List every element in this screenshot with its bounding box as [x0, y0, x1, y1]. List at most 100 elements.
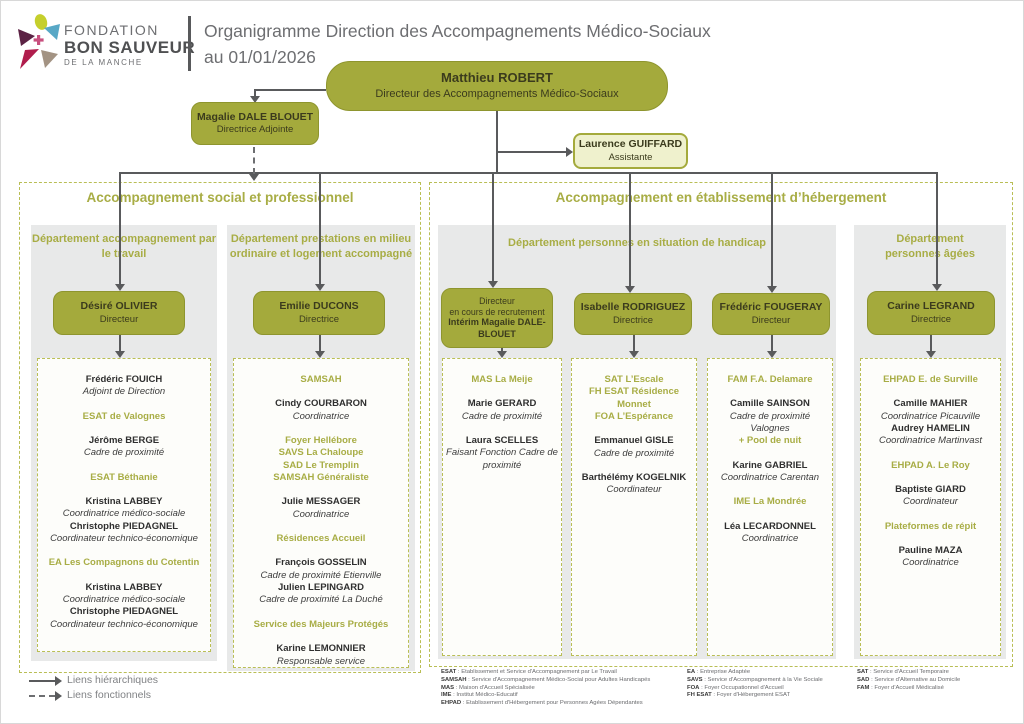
facility-label: EHPAD E. de Surville — [883, 374, 978, 385]
org-entry-group: EA Les Compagnons du Cotentin — [41, 557, 207, 569]
drop-col1 — [119, 172, 121, 284]
section-social-professionnel: Accompagnement social et professionnel — [19, 182, 421, 673]
person-name: Emmanuel GISLE — [594, 435, 674, 447]
person-name: Laura SCELLES — [465, 435, 539, 447]
deputy-role: Directrice Adjointe — [216, 124, 294, 136]
sub-arrowhead-col4 — [629, 351, 639, 358]
box-director-general: Matthieu ROBERT Directeur des Accompagne… — [326, 61, 668, 111]
director-name: Matthieu ROBERT — [441, 70, 553, 86]
logo-line-de-la-manche: DE LA MANCHE — [64, 58, 143, 67]
person-role: Cadre de proximité — [729, 410, 811, 422]
connector-root-trunk — [496, 111, 498, 172]
person-name: Pauline MAZA — [898, 545, 963, 557]
legend-acronym-row: IME : Institut Médico-Educatif — [441, 692, 518, 699]
director-col6-name: Carine LEGRAND — [887, 300, 975, 312]
person-name: Kristina LABBEY — [85, 496, 163, 508]
person-role: Coordinateur technico-économique — [50, 533, 198, 545]
director-col5-name: Frédéric FOUGERAY — [719, 301, 823, 313]
legend-acronym-row: SAT : Service d'Accueil Temporaire — [857, 669, 949, 675]
person-role: Valognes — [750, 423, 790, 435]
person-name: Camille SAINSON — [730, 398, 810, 410]
drop-col6 — [936, 172, 938, 284]
sub-drop-col1 — [119, 335, 121, 352]
facility-label: ESAT de Valognes — [82, 410, 166, 422]
person-role: Coordinateur — [606, 484, 662, 496]
person-role: Coordinatrice médico-sociale — [62, 508, 186, 520]
box-director-col3-recruitment: Directeur en cours de recrutement Intéri… — [441, 288, 553, 348]
person-name: Karine LEMONNIER — [276, 643, 366, 655]
section-hebergement: Accompagnement en établissement d’héberg… — [429, 182, 1013, 667]
org-entry-group: SAMSAH — [237, 374, 405, 386]
person-role: Cadre de proximité — [593, 447, 675, 459]
functional-link-deputy — [253, 147, 255, 174]
drop-col3 — [492, 172, 494, 281]
recruitment-line1: Directeur — [479, 295, 515, 306]
person-role: Coordinateur — [903, 496, 958, 508]
page-title-line2: au 01/01/2026 — [204, 47, 316, 68]
fondation-logo-icon — [17, 13, 61, 71]
facility-label: FH ESAT Résidence Monnet — [588, 386, 680, 410]
sub-arrowhead-col3 — [497, 351, 507, 358]
dept-title-personnes-agees: Département personnes âgées — [885, 233, 975, 261]
arrowhead-col1 — [115, 284, 125, 291]
org-entry-group: IME La Mondrée — [711, 496, 829, 508]
connector-root-deputy — [255, 89, 326, 91]
legend-functional-label: Liens fonctionnels — [67, 689, 152, 701]
person-name: Camille MAHIER — [893, 398, 968, 410]
org-entry-group: ESAT Béthanie — [41, 472, 207, 484]
person-role: Faisant Fonction Cadre de proximité — [446, 447, 558, 471]
logo-line-bon-sauveur: BON SAUVEUR — [64, 38, 196, 57]
dept-title-prestations: Département prestations en milieu ordina… — [229, 233, 413, 261]
legend-acronym-row: FAM : Foyer d'Accueil Médicalisé — [857, 684, 944, 691]
director-col4-name: Isabelle RODRIGUEZ — [580, 301, 686, 313]
person-name: Christophe PIEDAGNEL — [69, 520, 179, 532]
person-role: Coordinatrice médico-sociale — [62, 594, 186, 606]
facility-label: SAMSAH Généraliste — [273, 472, 369, 484]
connector-root-deputy-drop — [254, 89, 256, 97]
hierarchical-link-arrow-icon — [55, 676, 62, 686]
legend-acronyms-col1: ESAT : Etablissement et Service d'Accomp… — [441, 669, 686, 708]
facility-label: SAVS La Chaloupe — [278, 447, 364, 459]
sub-arrowhead-col6 — [926, 351, 936, 358]
functional-link-arrow-icon — [55, 691, 62, 701]
director-col2-role: Directrice — [298, 313, 340, 325]
facility-label: FAM F.A. Delamare — [727, 374, 813, 385]
page-title-line1: Organigramme Direction des Accompagnemen… — [204, 21, 711, 41]
person-role: Coordinatrice — [741, 533, 799, 545]
arrowhead-col3 — [488, 281, 498, 288]
recruitment-line3: Intérim Magalie DALE-BLOUET — [448, 317, 546, 339]
legend-acronym-row: FH ESAT : Foyer d'Hébergement ESAT — [687, 692, 791, 699]
person-role: Cadre de proximité La Duché — [259, 594, 383, 606]
person-role: Responsable service — [276, 655, 366, 667]
person-name: Karine GABRIEL — [732, 459, 808, 471]
director-col4-role: Directrice — [612, 314, 654, 326]
facility-label: SAT L’Escale — [604, 374, 664, 385]
legend-acronym-row: MAS : Maison d'Accueil Spécialisée — [441, 684, 535, 691]
person-name: Christophe PIEDAGNEL — [69, 606, 179, 618]
functional-link-line — [29, 695, 55, 697]
header-divider — [188, 16, 191, 71]
hierarchical-link-line — [29, 680, 55, 682]
person-name: François GOSSELIN — [275, 557, 367, 569]
sub-drop-col3 — [501, 348, 503, 353]
sub-drop-col5 — [771, 335, 773, 352]
page-title: Organigramme Direction des Accompagnemen… — [204, 18, 844, 71]
box-director-col1: Désiré OLIVIER Directeur — [53, 291, 185, 335]
facility-label: Plateformes de répit — [884, 520, 977, 532]
org-entry-group: FAM F.A. Delamare — [711, 374, 829, 386]
person-role: Coordinatrice Martinvast — [879, 435, 982, 447]
dept-title-travail: Département accompagnement par le travai… — [32, 233, 216, 261]
box-director-col5: Frédéric FOUGERAY Directeur — [712, 293, 830, 335]
connector-root-assistant — [496, 151, 566, 153]
